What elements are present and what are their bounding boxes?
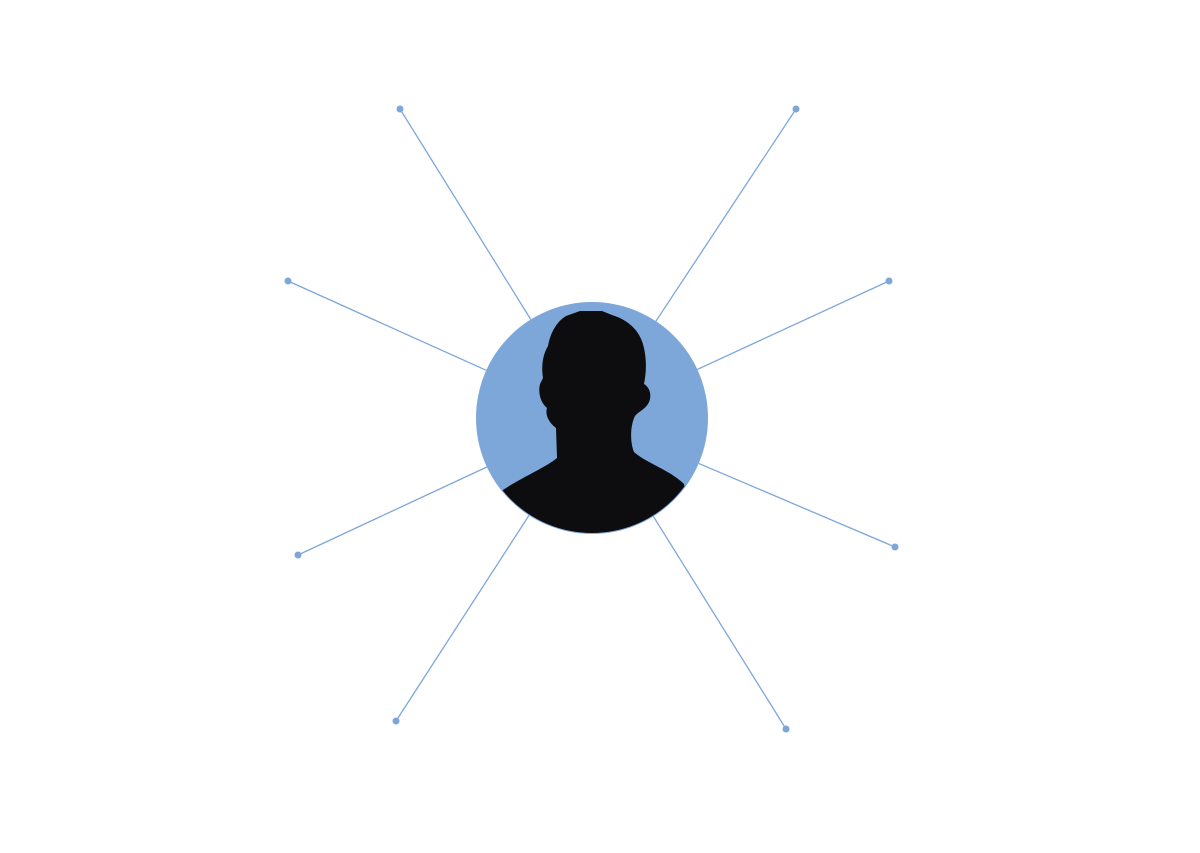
spoke-6-endpoint-dot <box>891 543 899 551</box>
spoke-2-line <box>655 108 797 322</box>
spoke-3-line <box>287 280 487 371</box>
spoke-8-endpoint-dot <box>782 725 790 733</box>
spoke-7-line <box>395 515 530 722</box>
spoke-8-line <box>652 516 787 730</box>
spoke-6-line <box>698 462 896 548</box>
spokes-group <box>284 105 899 733</box>
spoke-2-endpoint-dot <box>792 105 800 113</box>
spoke-7-endpoint-dot <box>392 717 400 725</box>
spoke-1-line <box>399 108 532 320</box>
hub-avatar <box>476 302 708 534</box>
spoke-1-endpoint-dot <box>396 105 404 113</box>
spoke-3-endpoint-dot <box>284 277 292 285</box>
spoke-4-endpoint-dot <box>885 277 893 285</box>
person-silhouette-icon <box>480 311 700 533</box>
spoke-5-line <box>297 466 488 556</box>
spoke-5-endpoint-dot <box>294 551 302 559</box>
spoke-4-line <box>697 280 890 371</box>
